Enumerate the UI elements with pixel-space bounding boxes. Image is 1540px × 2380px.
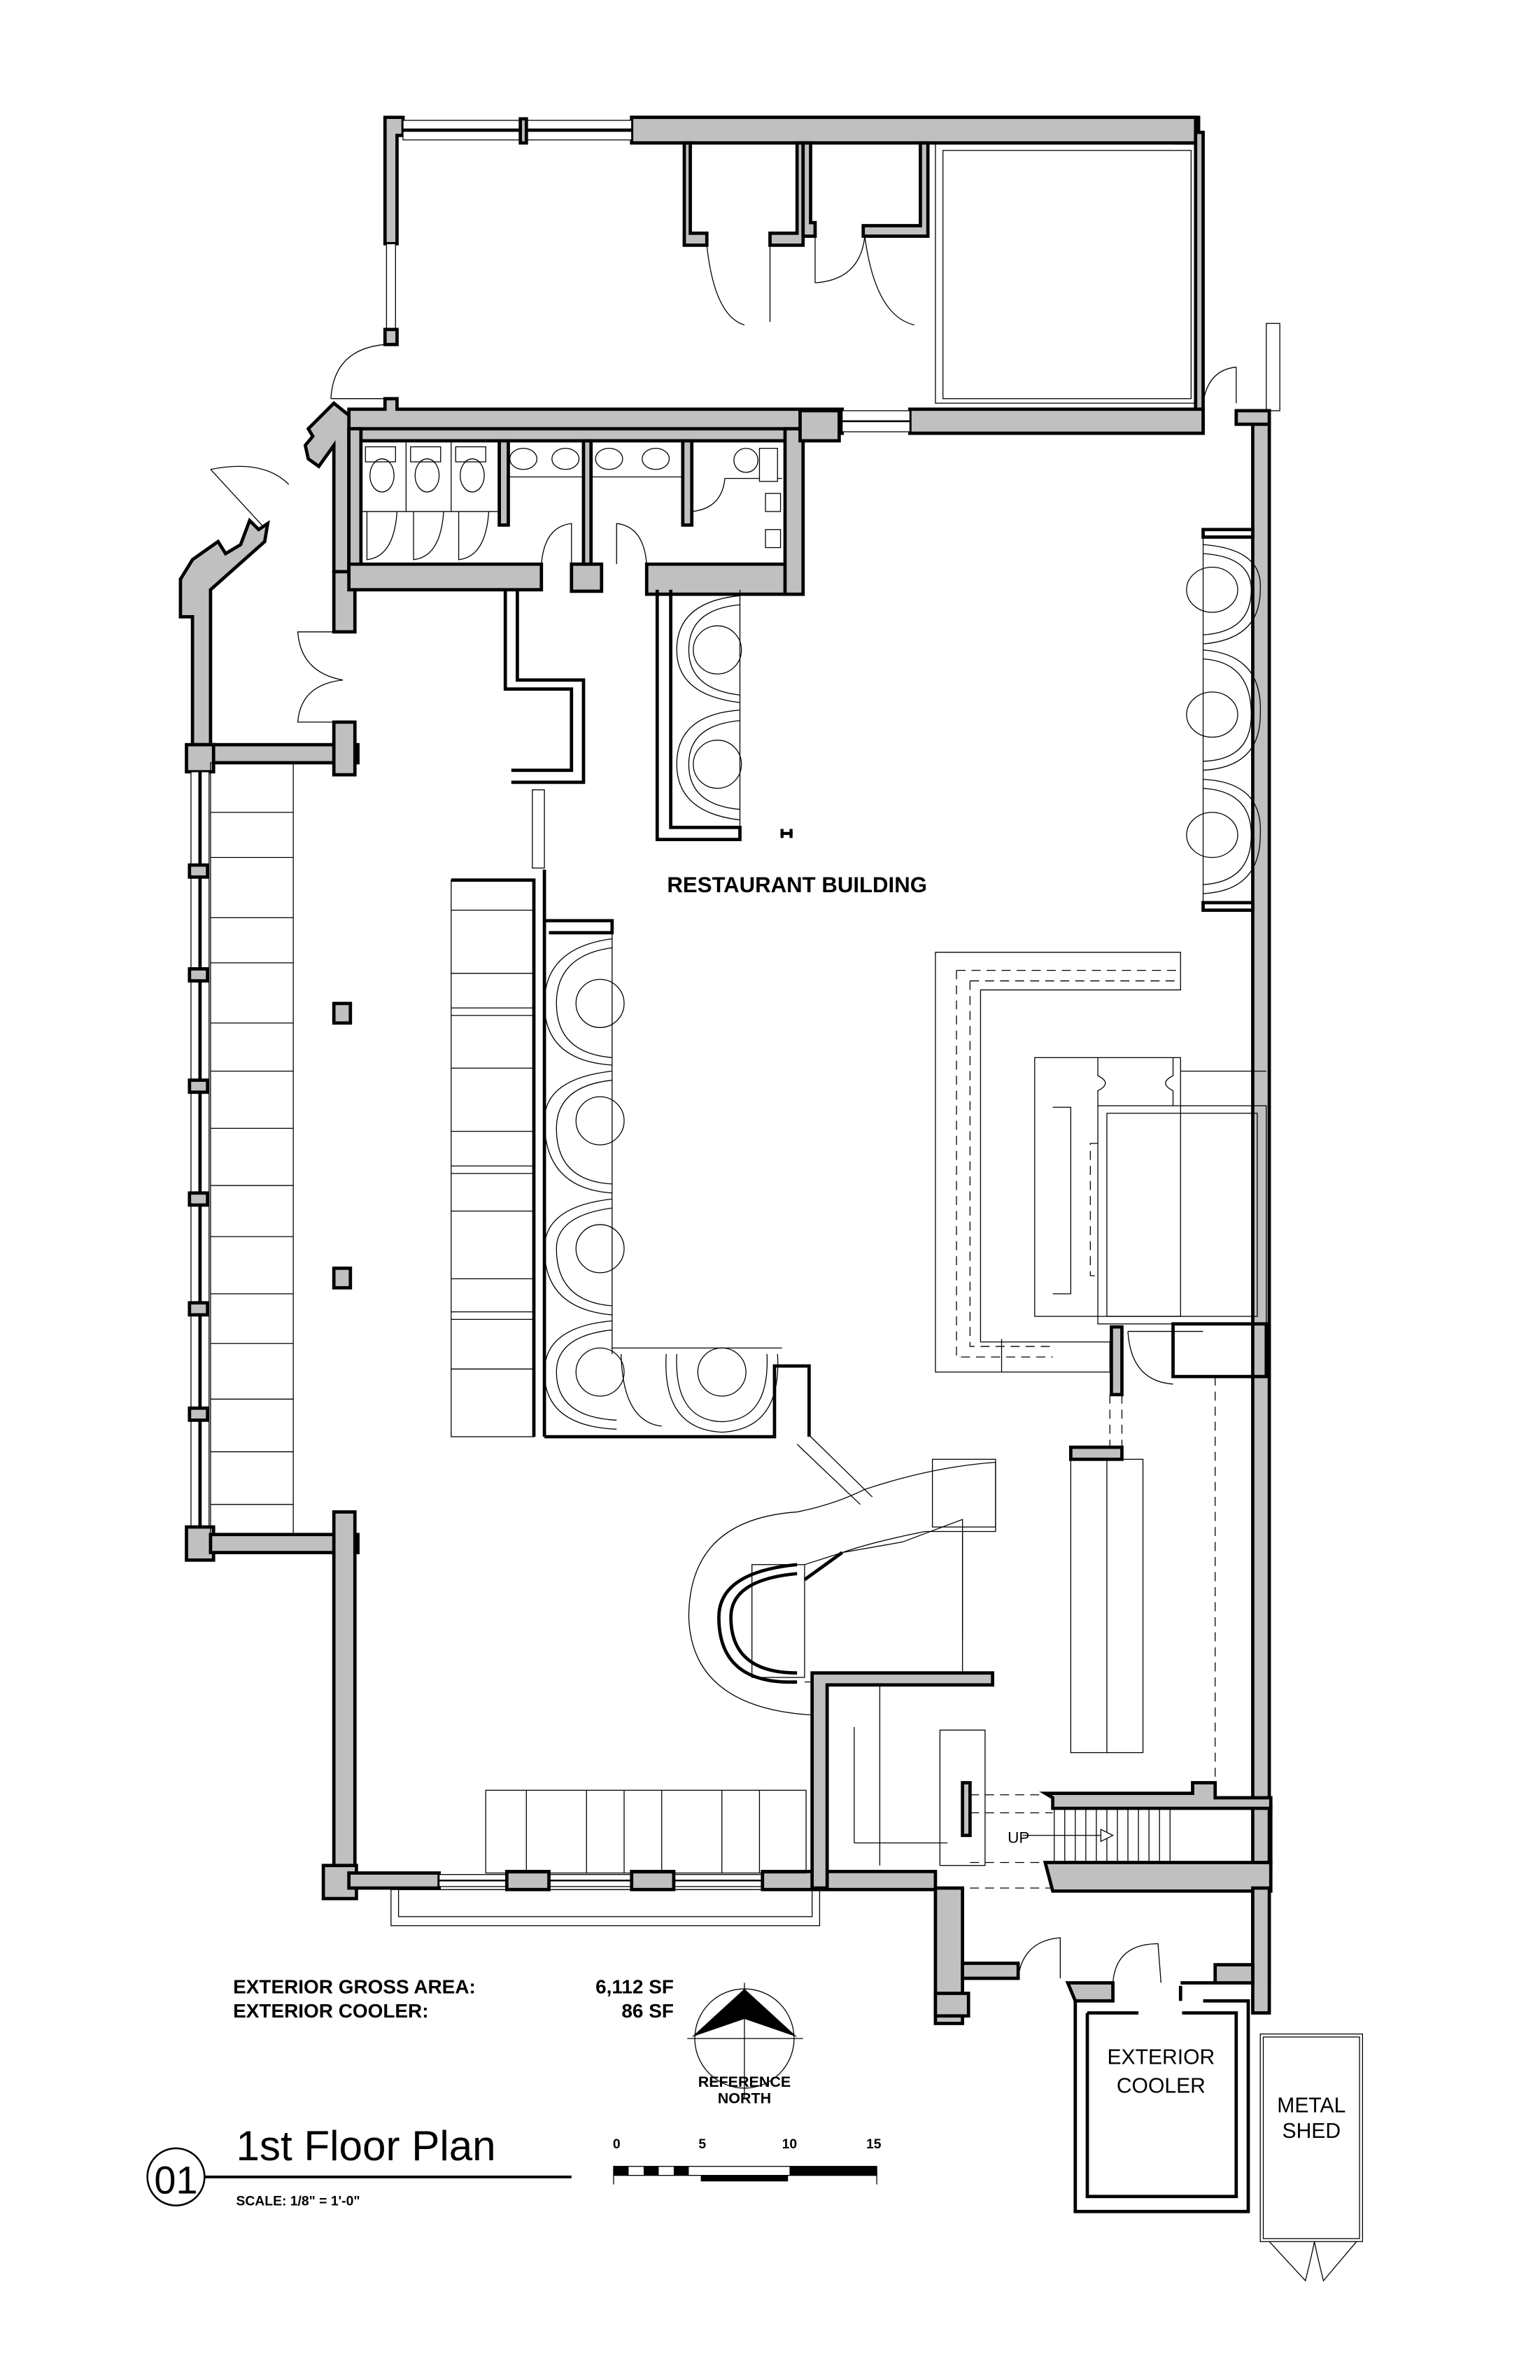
stair-up-label: UP	[1008, 1829, 1029, 1847]
long-bench-lines	[451, 909, 535, 1369]
right-booths	[1186, 528, 1261, 913]
scale-bar	[613, 2166, 877, 2185]
host-stand	[688, 1458, 996, 1890]
metal-shed-label-1: METAL	[1277, 2094, 1345, 2117]
drawing-number: 01	[154, 2157, 197, 2202]
scale-tick-0: 0	[613, 2136, 621, 2152]
drawing-title: 1st Floor Plan	[236, 2122, 495, 2169]
metal-shed-label-2: SHED	[1283, 2120, 1341, 2143]
title-marker	[146, 2147, 572, 2206]
booth-row-vertical	[544, 938, 625, 1430]
stair-area	[933, 1781, 1364, 2282]
restrooms	[347, 409, 841, 596]
center-seating	[451, 589, 873, 1505]
area-value-cooler: 86 SF	[621, 2000, 674, 2022]
rear-annex	[330, 115, 1280, 435]
storefront-bench-lines	[210, 812, 294, 1505]
area-label-cooler: EXTERIOR COOLER:	[233, 2000, 428, 2022]
scale-tick-15: 15	[866, 2136, 882, 2152]
stair-treads	[1054, 1808, 1171, 1863]
scale-tick-10: 10	[782, 2136, 797, 2152]
building-label: RESTAURANT BUILDING	[667, 873, 927, 897]
north-arrow-label-2: NORTH	[718, 2090, 771, 2106]
exterior-cooler-label-1: EXTERIOR	[1107, 2046, 1215, 2069]
scale-tick-5: 5	[698, 2136, 706, 2152]
north-arrow-icon	[687, 1983, 803, 2099]
bar-area	[935, 952, 1269, 1791]
area-value-gross: 6,112 SF	[595, 1976, 674, 1997]
exterior-walls	[178, 400, 1271, 1985]
area-label-gross: EXTERIOR GROSS AREA:	[233, 1976, 476, 1997]
drawing-scale: SCALE: 1/8" = 1'-0"	[236, 2194, 360, 2209]
north-arrow-label-1: REFERENCE	[698, 2073, 791, 2090]
exterior-cooler-label-2: COOLER	[1117, 2074, 1206, 2097]
